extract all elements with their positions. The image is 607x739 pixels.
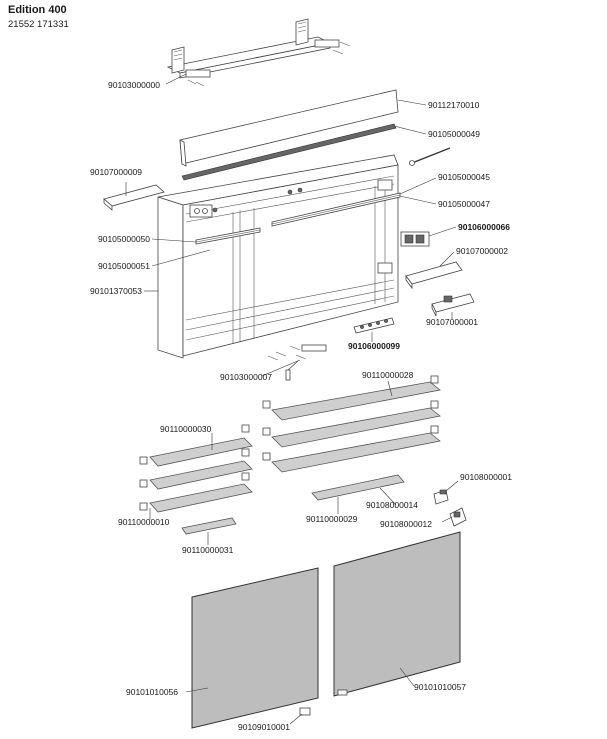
label-90107000009: 90107000009 (90, 167, 142, 177)
shelf-clips-left (139, 424, 250, 511)
label-90106000066: 90106000066 (458, 222, 510, 232)
glass-shelf-short-3 (149, 483, 253, 513)
mirror-door-left (191, 567, 319, 729)
glass-shelf-small-left (181, 517, 237, 535)
label-90109010001: 90109010001 (238, 722, 290, 732)
part-labels: 90103000000 90112170010 90105000049 9010… (90, 80, 512, 732)
glass-shelf-long-1 (271, 381, 441, 421)
leader-lines (125, 73, 459, 725)
wall-mount-rail (166, 18, 351, 87)
glass-shelf-small-right (311, 474, 405, 501)
label-90110000030: 90110000030 (160, 424, 212, 434)
mirror-door-right (333, 531, 461, 697)
label-90110000029: 90110000029 (306, 514, 358, 524)
label-90103000007: 90103000007 (220, 372, 272, 382)
power-supply (431, 293, 475, 317)
label-90101370053: 90101370053 (90, 286, 142, 296)
switch-bar (353, 317, 395, 334)
shelf-clips-right (262, 375, 439, 461)
switch-module (400, 231, 430, 247)
door-stop (299, 689, 348, 716)
label-90101010057: 90101010057 (414, 682, 466, 692)
label-90105000050: 90105000050 (98, 234, 150, 244)
led-profile (103, 184, 165, 211)
article-number: 21552 171331 (8, 19, 69, 30)
light-profile-upper (271, 192, 401, 227)
label-90106000099: 90106000099 (348, 341, 400, 351)
label-90110000031: 90110000031 (182, 545, 234, 555)
mounting-screws (267, 344, 327, 381)
label-90105000047: 90105000047 (438, 199, 490, 209)
top-cover-strip (179, 89, 399, 167)
cabinet-body (157, 154, 399, 359)
glass-shelf-long-3 (271, 432, 441, 473)
hinge-lower (449, 507, 467, 527)
label-90103000000: 90103000000 (108, 80, 160, 90)
glass-shelf-long-2 (271, 407, 441, 448)
label-90108000014: 90108000014 (366, 500, 418, 510)
label-90107000001: 90107000001 (426, 317, 478, 327)
hinge-upper (433, 489, 449, 505)
label-90110000028: 90110000028 (362, 370, 414, 380)
label-90112170010: 90112170010 (428, 100, 480, 110)
label-90101010056: 90101010056 (126, 687, 178, 697)
light-profile-lower (195, 227, 261, 245)
glass-shelf-short-1 (149, 437, 253, 467)
seal-strip (181, 123, 397, 181)
cable-tool (409, 147, 451, 166)
label-90108000001: 90108000001 (460, 472, 512, 482)
label-90105000045: 90105000045 (438, 172, 490, 182)
label-90110000010: 90110000010 (118, 517, 170, 527)
label-90107000002: 90107000002 (456, 246, 508, 256)
label-90105000051: 90105000051 (98, 261, 150, 271)
label-90105000049: 90105000049 (428, 129, 480, 139)
label-90108000012: 90108000012 (380, 519, 432, 529)
glass-shelf-short-2 (149, 460, 253, 490)
led-driver (405, 261, 463, 290)
page-title: Edition 400 (8, 4, 67, 16)
